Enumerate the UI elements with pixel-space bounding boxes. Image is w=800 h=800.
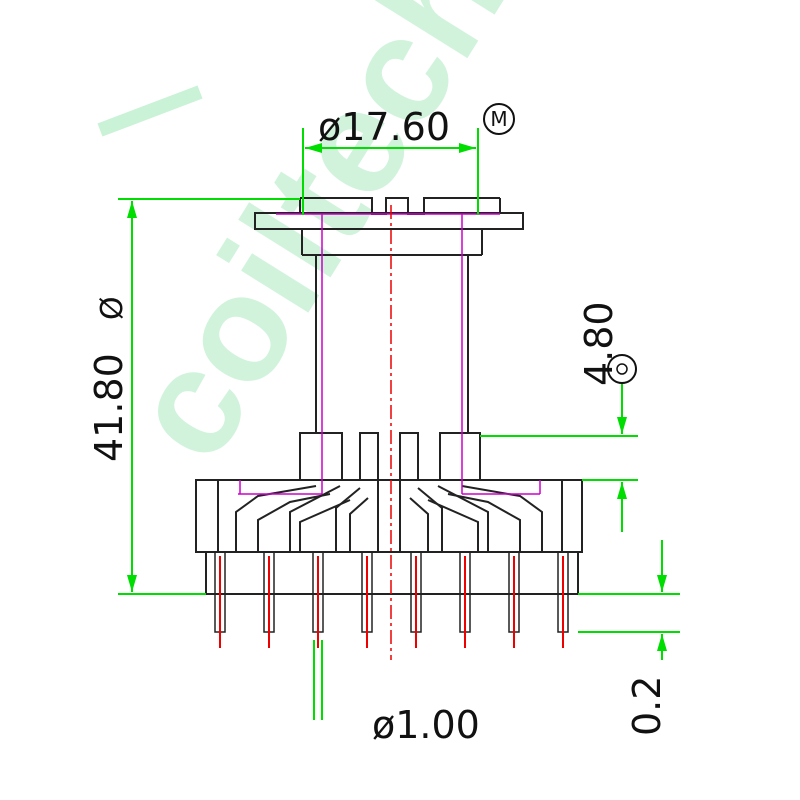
watermark-stroke <box>97 85 203 137</box>
pin-diameter-label-partial: ø1.00 <box>372 703 480 747</box>
height-symbol: Ø <box>95 296 130 320</box>
diameter-label: ø17.60 <box>318 105 450 149</box>
gap-label-partial: 0.2 <box>625 676 669 736</box>
hidden-lines <box>238 213 541 495</box>
step-label: 4.80 <box>577 301 621 386</box>
bobbin-outline <box>195 197 583 595</box>
dimension-lines <box>118 128 680 720</box>
pins-group <box>214 551 569 648</box>
diameter-symbol-circle <box>483 103 515 135</box>
height-label: 41.80 <box>87 353 131 462</box>
diameter-symbol: M <box>490 107 507 131</box>
step-symbol-circle <box>607 354 637 384</box>
step-symbol-dot <box>616 363 628 375</box>
